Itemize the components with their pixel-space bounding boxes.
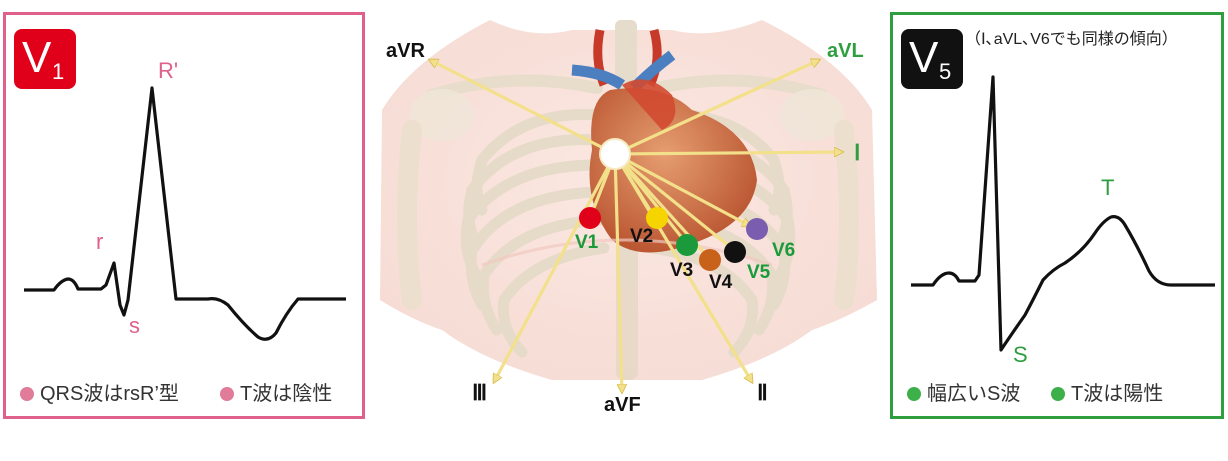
v1-panel: V 1 R' r s QRS波はrsR’型 T波は陰性 [3,12,365,419]
v1-badge: V 1 [14,29,76,89]
avf-label: aVF [604,394,641,416]
chest-illustration: aVR aVL Ⅰ Ⅱ Ⅲ aVF V1 V2 V3 V4 V5 V6 [372,0,884,457]
v5-badge: V 5 [901,29,963,89]
badge-letter: V [909,33,939,82]
avl-axis [614,60,819,156]
v5-electrode [724,241,746,263]
v1-ecg-waveform [24,86,346,341]
v5-vector [613,152,736,252]
v5-lead-label: V5 [747,262,771,283]
v5-caption-s: 幅広いS波 [907,377,1020,406]
v5-caption-t: T波は陽性 [1051,377,1163,406]
bullet-dot [220,387,234,401]
heart-center-point [599,138,631,170]
avl-label: aVL [827,40,864,62]
v4-lead-label: V4 [709,272,733,293]
avr-axis [430,58,616,156]
caption-text: T波は陽性 [1071,383,1164,405]
avr-label: aVR [386,40,425,62]
bullet-dot [907,387,921,401]
avf-axis [613,153,622,392]
thorax-diagram [380,20,877,457]
v3-electrode [676,234,698,256]
badge-letter: V [22,33,52,82]
caption-text: QRS波はrsR’型 [40,383,179,405]
bullet-dot [20,387,34,401]
caption-text: T波は陰性 [240,383,333,405]
s-label: s [129,313,140,338]
r-label: r [96,229,104,254]
similar-leads-note: （Ⅰ､aVL､V6でも同様の傾向） [965,31,1178,48]
bullet-dot [1051,387,1065,401]
v3-lead-label: V3 [670,260,694,281]
v6-vector [614,152,750,228]
badge-subscript: 5 [939,59,952,84]
t-label: T [1101,175,1115,200]
v1-caption-t: T波は陰性 [220,377,332,406]
lead-iii-axis [492,153,617,382]
v1-electrode [579,207,601,229]
v2-lead-label: V2 [630,226,654,247]
lead-ii-label: Ⅱ [757,380,768,405]
heart [589,88,757,253]
s-wave-label: S [1013,342,1028,367]
lead-i-axis [614,152,842,154]
v5-panel: V 5 （Ⅰ､aVL､V6でも同様の傾向） T S 幅広いS波 T波は陽性 [890,12,1224,419]
r-prime-label: R' [158,58,179,83]
v2-electrode [646,207,668,229]
caption-text: 幅広いS波 [927,383,1021,405]
v1-lead-label: V1 [575,232,599,253]
lead-iii-label: Ⅲ [472,380,488,405]
v5-ecg-waveform [911,75,1215,352]
badge-subscript: 1 [52,59,65,84]
v6-electrode [746,218,768,240]
lead-i-label: Ⅰ [854,140,861,165]
v6-lead-label: V6 [772,240,796,261]
v4-electrode [699,249,721,271]
v1-caption-qrs: QRS波はrsR’型 [20,377,179,406]
